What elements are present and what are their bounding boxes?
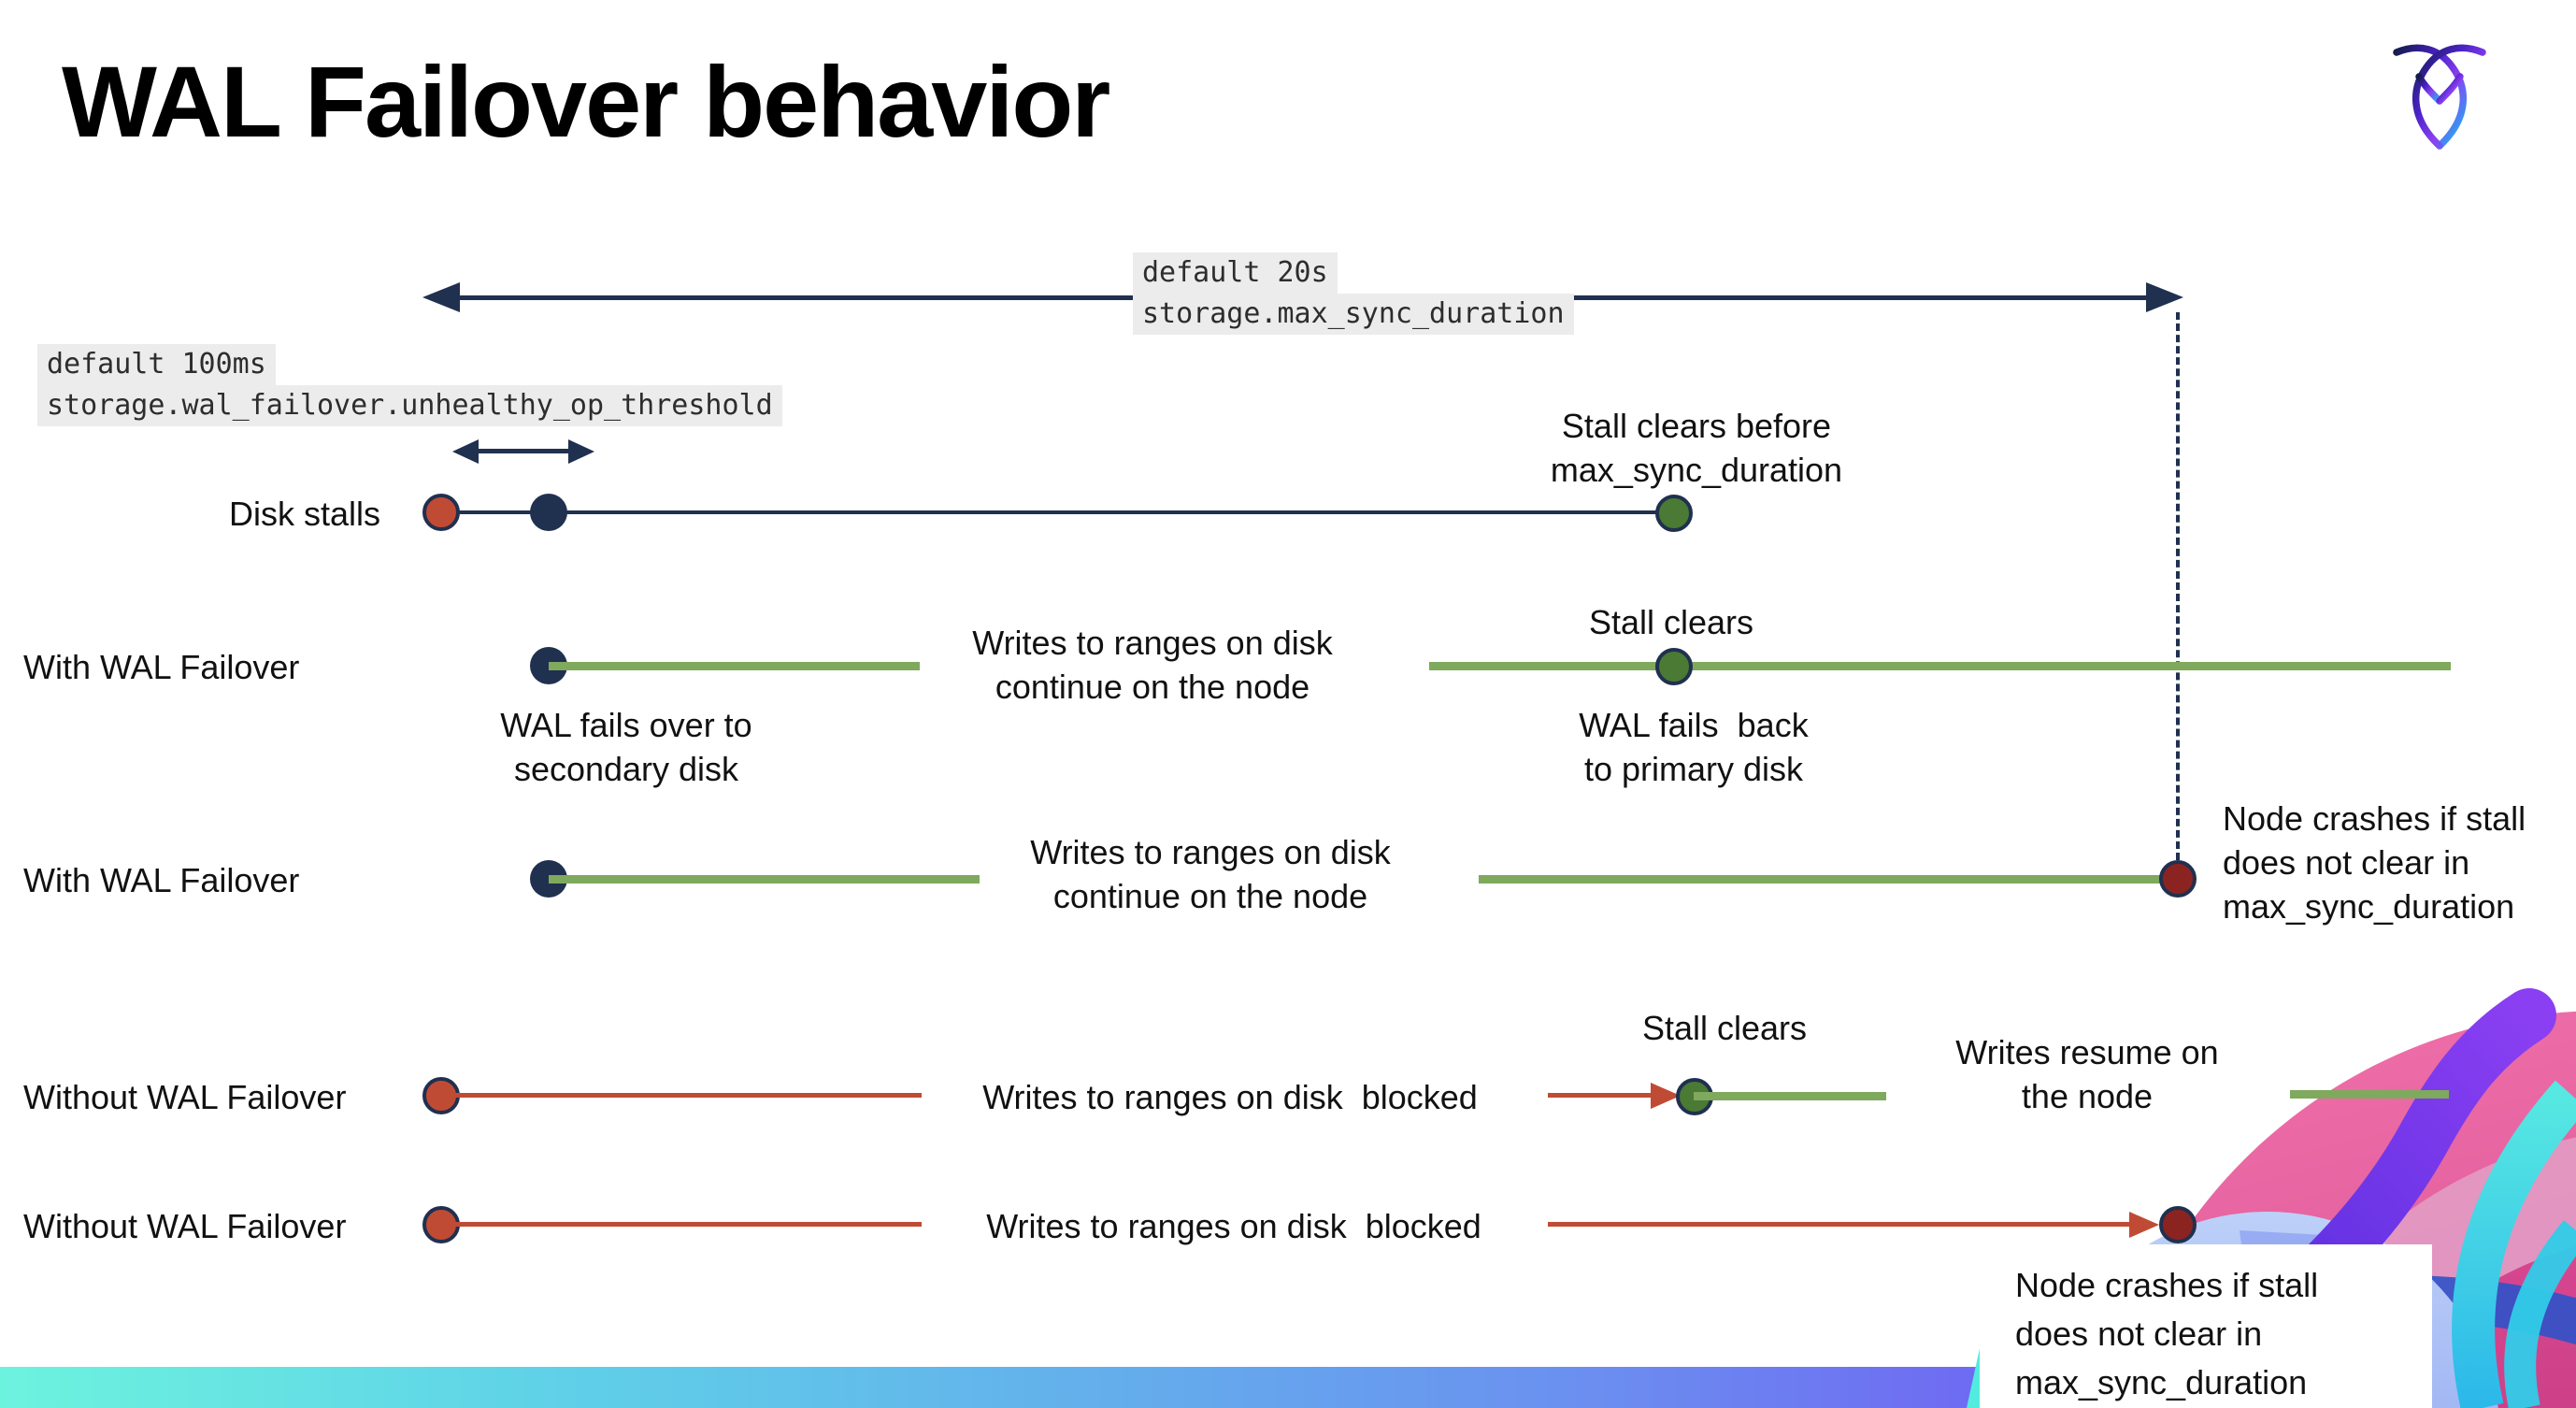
node-crashes-label-1: Node crashes if stall does not clear in … bbox=[2223, 799, 2526, 926]
threshold-arrowhead-left-icon bbox=[452, 439, 479, 464]
writes-continue-label-2: Writes to ranges on disk continue on the… bbox=[1030, 833, 1391, 915]
writes-resume-line-left bbox=[1694, 1092, 1886, 1100]
row-label-without-wal-failover-2: Without WAL Failover bbox=[23, 1207, 347, 1245]
threshold-arrow-line bbox=[467, 449, 580, 453]
threshold-arrowhead-right-icon bbox=[568, 439, 594, 464]
fails-back-label: WAL fails back to primary disk bbox=[1579, 706, 1809, 788]
writes-blocked-line-left-1 bbox=[441, 1093, 922, 1098]
stall-start-dot bbox=[422, 494, 460, 531]
writes-blocked-label-2: Writes to ranges on disk blocked bbox=[986, 1207, 1481, 1245]
row-label-with-wal-failover-2: With WAL Failover bbox=[23, 861, 300, 899]
writes-resume-label: Writes resume on the node bbox=[1955, 1033, 2219, 1115]
max-sync-default-label: default 20s bbox=[1133, 252, 1338, 294]
failover-threshold-dot bbox=[530, 494, 567, 531]
fails-over-label: WAL fails over to secondary disk bbox=[500, 706, 752, 788]
red-arrowhead-icon-1 bbox=[1651, 1083, 1681, 1109]
unhealthy-op-default-label: default 100ms bbox=[37, 344, 276, 385]
writes-continue-line-left bbox=[549, 662, 920, 670]
writes-blocked-line-right-1 bbox=[1548, 1093, 1658, 1098]
row-label-without-wal-failover-1: Without WAL Failover bbox=[23, 1078, 347, 1116]
red-arrowhead-icon-2 bbox=[2129, 1212, 2159, 1238]
unhealthy-op-setting-label: storage.wal_failover.unhealthy_op_thresh… bbox=[37, 385, 782, 426]
writes-continue-label-1: Writes to ranges on disk continue on the… bbox=[972, 624, 1333, 706]
writes-continue-line-right bbox=[1429, 662, 2451, 670]
row-label-with-wal-failover-1: With WAL Failover bbox=[23, 648, 300, 686]
page-title: WAL Failover behavior bbox=[62, 45, 1110, 158]
row-label-disk-stalls: Disk stalls bbox=[229, 495, 381, 533]
node-crashes-label-2: Node crashes if stall does not clear in … bbox=[2015, 1266, 2319, 1401]
writes-continue-line-left-2 bbox=[549, 875, 980, 884]
stall-clears-label-2: Stall clears bbox=[1641, 1009, 1808, 1047]
max-sync-deadline-dashed-line bbox=[2176, 312, 2180, 860]
cockroachdb-logo-icon bbox=[2393, 44, 2486, 150]
writes-resume-line-right bbox=[2290, 1090, 2449, 1099]
disk-stalls-timeline bbox=[441, 510, 1673, 514]
arrowhead-left-icon bbox=[422, 282, 460, 312]
writes-blocked-line-left-2 bbox=[441, 1222, 922, 1227]
stall-clears-dot bbox=[1655, 495, 1693, 532]
max-sync-setting-label: storage.max_sync_duration bbox=[1133, 294, 1574, 335]
stall-clears-dot-2 bbox=[1655, 648, 1693, 685]
writes-continue-line-right-2 bbox=[1479, 875, 2178, 884]
writes-blocked-label-1: Writes to ranges on disk blocked bbox=[982, 1078, 1478, 1116]
arrowhead-right-icon bbox=[2146, 282, 2183, 312]
stall-clears-before-label: Stall clears before max_sync_duration bbox=[1550, 407, 1843, 489]
node-crash-dot-2 bbox=[2159, 1206, 2197, 1243]
node-crash-dot-1 bbox=[2159, 860, 2197, 898]
stall-clears-label-1: Stall clears bbox=[1588, 603, 1754, 641]
node-crashes-callout-box: Node crashes if stall does not clear in … bbox=[1980, 1244, 2432, 1408]
writes-blocked-line-right-2 bbox=[1548, 1222, 2137, 1227]
